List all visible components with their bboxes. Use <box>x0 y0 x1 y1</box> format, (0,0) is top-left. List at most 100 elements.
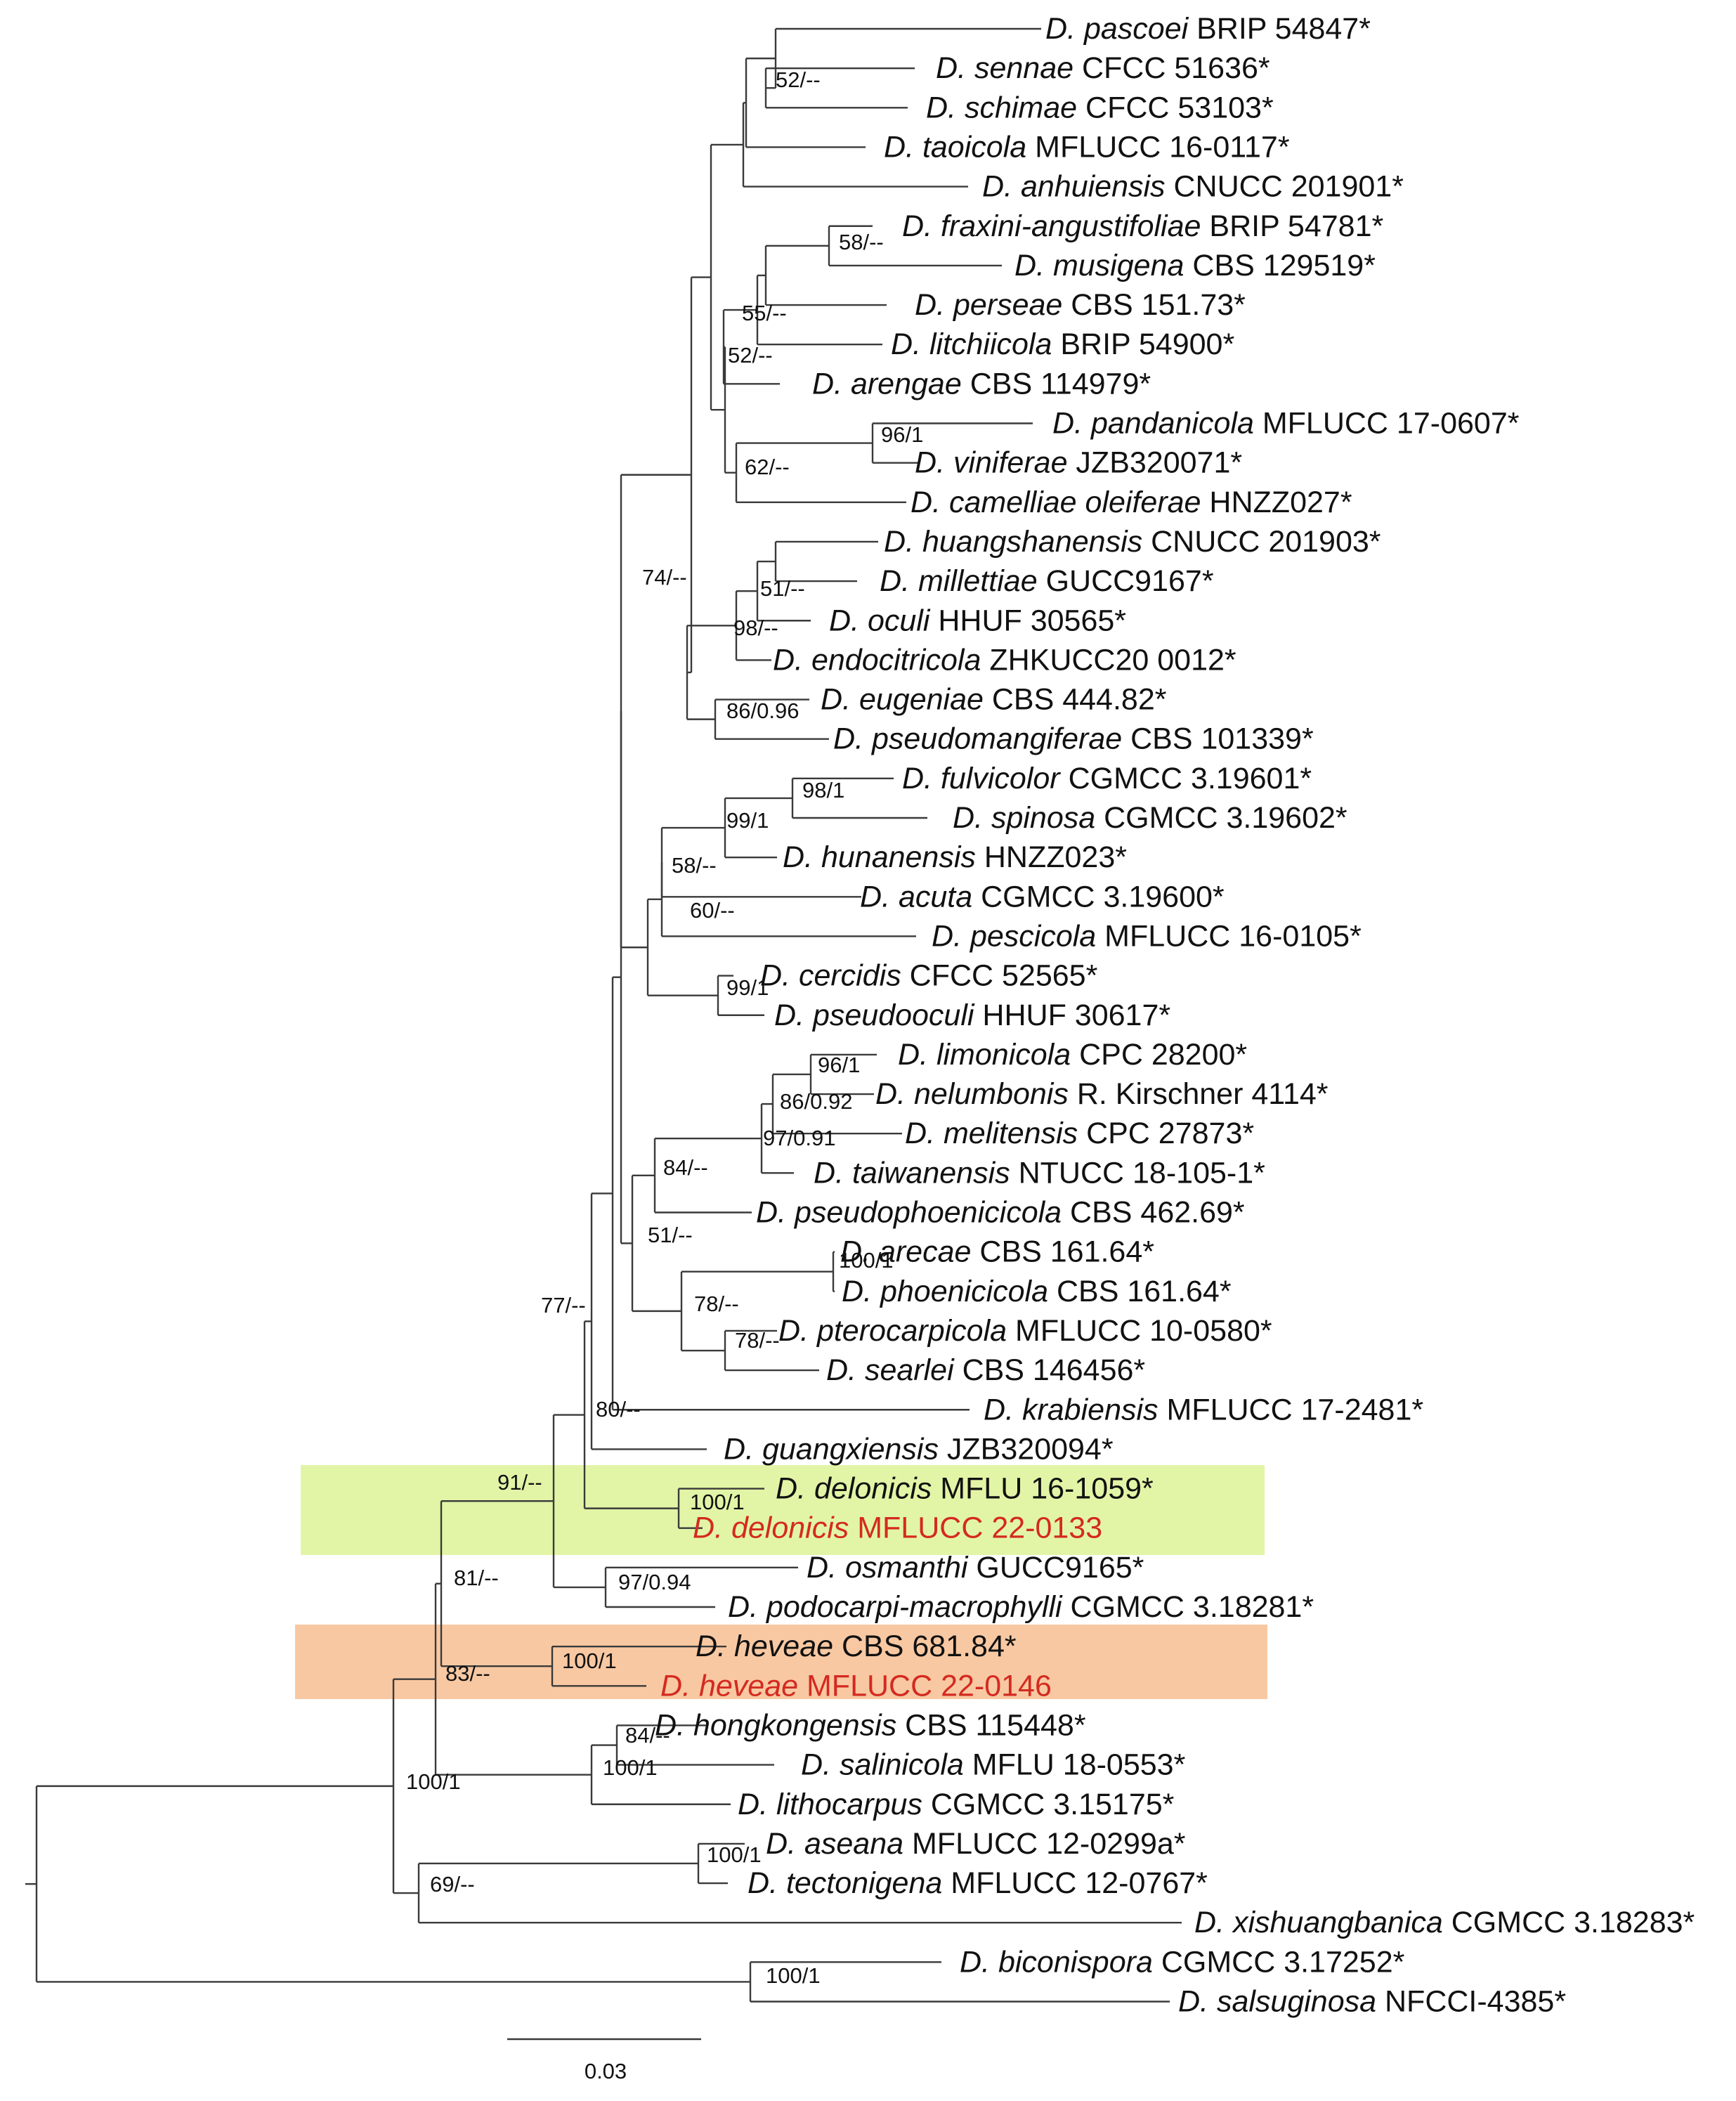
taxon-species: D. delonicis <box>693 1511 849 1545</box>
taxon-species: D. pseudophoenicicola <box>756 1196 1062 1230</box>
support-value: 100/1 <box>707 1842 762 1867</box>
highlight-layer <box>295 1465 1267 1699</box>
support-value: 86/0.92 <box>780 1089 852 1114</box>
support-value: 51/-- <box>760 576 805 601</box>
taxon-species: D. pescicola <box>932 919 1096 953</box>
support-value: 96/1 <box>881 422 923 447</box>
taxon-label: D. pseudomangiferae CBS 101339* <box>833 722 1314 756</box>
support-value: 98/1 <box>802 778 844 802</box>
taxon-label: D. salinicola MFLU 18-0553* <box>801 1748 1186 1782</box>
taxon-strain: CGMCC 3.15175* <box>922 1788 1175 1821</box>
taxon-strain: MFLUCC 16-0117* <box>1026 130 1290 164</box>
taxon-strain: MFLUCC 17-2481* <box>1159 1393 1424 1426</box>
taxon-strain: HHUF 30565* <box>929 604 1126 637</box>
taxon-species: D. podocarpi-macrophylli <box>728 1590 1063 1624</box>
taxon-strain: CBS 114979* <box>962 367 1151 401</box>
taxon-species: D. anhuiensis <box>982 170 1166 204</box>
taxon-strain: MFLUCC 16-0105* <box>1096 919 1362 953</box>
taxon-species: D. melitensis <box>905 1117 1078 1150</box>
taxon-label: D. pescicola MFLUCC 16-0105* <box>932 919 1362 953</box>
taxon-strain: HNZZ023* <box>976 840 1127 874</box>
support-value: 100/1 <box>603 1755 658 1780</box>
taxon-label: D. melitensis CPC 27873* <box>905 1117 1254 1150</box>
taxon-strain: CPC 27873* <box>1078 1117 1254 1150</box>
taxon-strain: CNUCC 201903* <box>1142 525 1381 559</box>
taxon-strain: CBS 151.73* <box>1062 288 1246 322</box>
support-value: 100/1 <box>562 1648 617 1673</box>
taxon-species: D. hongkongensis <box>655 1708 896 1742</box>
taxon-label: D. taoicola MFLUCC 16-0117* <box>884 130 1290 164</box>
taxon-label: D. spinosa CGMCC 3.19602* <box>953 801 1347 835</box>
taxon-species: D. pandanicola <box>1052 407 1254 441</box>
taxon-species: D. sennae <box>936 51 1073 85</box>
taxon-species: D. delonicis <box>776 1472 932 1506</box>
taxon-species: D. guangxiensis <box>724 1432 939 1466</box>
taxon-species: D. heveae <box>660 1669 798 1703</box>
taxon-strain: HNZZ027* <box>1201 486 1352 519</box>
taxon-label: D. sennae CFCC 51636* <box>936 51 1270 85</box>
support-value: 84/-- <box>625 1723 670 1748</box>
taxon-label: D. guangxiensis JZB320094* <box>724 1432 1114 1466</box>
taxon-strain: CPC 28200* <box>1071 1038 1247 1072</box>
taxon-label: D. endocitricola ZHKUCC20 0012* <box>773 643 1236 677</box>
taxon-strain: HHUF 30617* <box>974 999 1170 1032</box>
taxon-strain: CBS 101339* <box>1122 722 1314 756</box>
support-value: 58/-- <box>839 230 884 254</box>
support-value: 98/-- <box>733 616 778 640</box>
taxon-strain: MFLU 18-0553* <box>964 1748 1186 1782</box>
support-value: 74/-- <box>642 565 687 590</box>
taxon-label: D. podocarpi-macrophylli CGMCC 3.18281* <box>728 1590 1314 1624</box>
taxon-label: D. pseudooculi HHUF 30617* <box>774 999 1170 1032</box>
taxon-strain: CGMCC 3.18281* <box>1062 1590 1314 1624</box>
support-value: 100/1 <box>406 1769 461 1794</box>
taxon-label: D. heveae CBS 681.84* <box>696 1630 1017 1663</box>
taxon-label: D. camelliae oleiferae HNZZ027* <box>911 486 1352 519</box>
taxon-label: D. aseana MFLUCC 12-0299a* <box>766 1827 1186 1861</box>
taxon-strain: BRIP 54847* <box>1188 12 1371 46</box>
taxon-species: D. camelliae oleiferae <box>911 486 1201 519</box>
taxon-label: D. taiwanensis NTUCC 18-105-1* <box>814 1156 1265 1190</box>
taxon-label: D. arengae CBS 114979* <box>812 367 1151 401</box>
support-value: 77/-- <box>541 1293 586 1318</box>
branch-layer <box>25 27 1182 2003</box>
taxon-species: D. krabiensis <box>984 1393 1159 1426</box>
taxon-label: D. xishuangbanica CGMCC 3.18283* <box>1194 1906 1695 1939</box>
taxon-species: D. salsuginosa <box>1178 1985 1376 2019</box>
taxon-strain: JZB320071* <box>1067 446 1242 480</box>
highlight-box-1 <box>301 1465 1265 1555</box>
taxon-species: D. pseudooculi <box>774 999 975 1032</box>
taxon-strain: GUCC9165* <box>967 1551 1144 1585</box>
taxon-species: D. schimae <box>926 91 1077 124</box>
support-value: 100/1 <box>766 1963 821 1988</box>
support-value: 78/-- <box>694 1292 739 1316</box>
support-layer: 52/--58/--55/--52/--96/162/--51/--98/--7… <box>406 67 923 1988</box>
taxon-species: D. viniferae <box>915 446 1067 480</box>
taxon-species: D. musigena <box>1014 249 1184 282</box>
taxon-species: D. salinicola <box>801 1748 964 1782</box>
taxon-strain: CBS 444.82* <box>984 683 1167 717</box>
taxon-strain: CFCC 51636* <box>1073 51 1270 85</box>
taxon-strain: CBS 146456* <box>954 1353 1146 1387</box>
taxon-label: D. hunanensis HNZZ023* <box>783 840 1127 874</box>
taxon-strain: GUCC9167* <box>1038 564 1214 598</box>
taxon-strain: R. Kirschner 4114* <box>1069 1077 1329 1111</box>
taxon-species: D. xishuangbanica <box>1194 1906 1443 1939</box>
taxon-label: D. searlei CBS 146456* <box>826 1353 1145 1387</box>
taxon-species: D. endocitricola <box>773 643 981 677</box>
taxon-species: D. acuta <box>860 880 972 913</box>
taxon-strain: MFLUCC 22-0133 <box>849 1511 1102 1545</box>
taxon-strain: CGMCC 3.19600* <box>972 880 1225 913</box>
support-value: 60/-- <box>690 898 735 923</box>
support-value: 97/0.94 <box>618 1570 691 1594</box>
taxon-species: D. tectonigena <box>748 1866 942 1900</box>
taxon-label: D. delonicis MFLU 16-1059* <box>776 1472 1154 1506</box>
taxon-label: D. pascoei BRIP 54847* <box>1045 12 1371 46</box>
taxon-strain: CBS 161.64* <box>1048 1275 1232 1308</box>
taxon-species: D. biconispora <box>960 1945 1153 1979</box>
support-value: 69/-- <box>430 1872 475 1897</box>
taxon-species: D. pseudomangiferae <box>833 722 1122 756</box>
taxon-species: D. limonicola <box>898 1038 1071 1072</box>
taxon-strain: MFLUCC 12-0299a* <box>903 1827 1186 1861</box>
taxon-strain: CBS 129519* <box>1184 249 1376 282</box>
